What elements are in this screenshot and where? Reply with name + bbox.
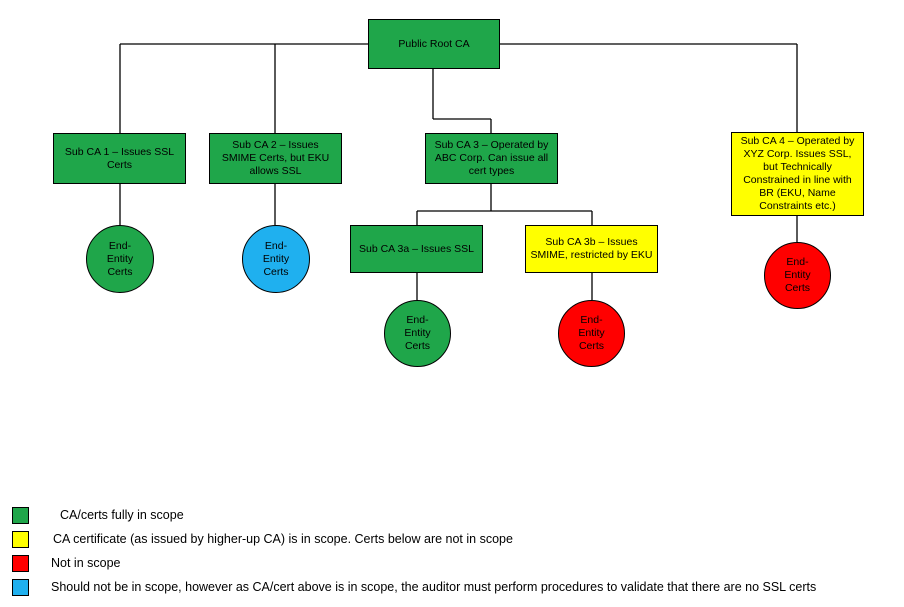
legend-swatch-not-in-scope [12,555,29,572]
end-entity-label: End-Entity Certs [262,239,290,278]
node-sub-ca-2: Sub CA 2 – Issues SMIME Certs, but EKU a… [209,133,342,184]
end-entity-label: End-Entity Certs [784,256,811,294]
end-entity-sub-ca-3a: End-Entity Certs [384,300,451,367]
legend-swatch-in-scope [12,507,29,524]
end-entity-label: End-Entity Certs [578,314,605,352]
node-sub-ca-3a: Sub CA 3a – Issues SSL [350,225,483,273]
node-sub-ca-4-label: Sub CA 4 – Operated by XYZ Corp. Issues … [740,135,855,212]
node-public-root-ca: Public Root CA [368,19,500,69]
end-entity-sub-ca-2: End-Entity Certs [242,225,310,293]
legend-label-in-scope: CA/certs fully in scope [60,508,184,522]
node-sub-ca-1: Sub CA 1 – Issues SSL Certs [53,133,186,184]
node-sub-ca-3b: Sub CA 3b – Issues SMIME, restricted by … [525,225,658,273]
node-sub-ca-1-label: Sub CA 1 – Issues SSL Certs [64,145,175,171]
end-entity-label: End-Entity Certs [404,314,431,352]
end-entity-label: End-Entity Certs [106,239,134,278]
legend-label-validate: Should not be in scope, however as CA/ce… [51,580,817,594]
node-public-root-ca-label: Public Root CA [398,37,470,50]
legend-label-not-in-scope: Not in scope [51,556,121,570]
node-sub-ca-2-label: Sub CA 2 – Issues SMIME Certs, but EKU a… [221,139,330,177]
legend-label-ca-only: CA certificate (as issued by higher-up C… [53,532,513,546]
legend-swatch-validate [12,579,29,596]
end-entity-sub-ca-1: End-Entity Certs [86,225,154,293]
node-sub-ca-4: Sub CA 4 – Operated by XYZ Corp. Issues … [731,132,864,216]
node-sub-ca-3: Sub CA 3 – Operated by ABC Corp. Can iss… [425,133,558,184]
legend-swatch-ca-only [12,531,29,548]
end-entity-sub-ca-3b: End-Entity Certs [558,300,625,367]
node-sub-ca-3a-label: Sub CA 3a – Issues SSL [359,242,474,255]
node-sub-ca-3-label: Sub CA 3 – Operated by ABC Corp. Can iss… [434,139,549,177]
end-entity-sub-ca-4: End-Entity Certs [764,242,831,309]
node-sub-ca-3b-label: Sub CA 3b – Issues SMIME, restricted by … [530,236,653,261]
